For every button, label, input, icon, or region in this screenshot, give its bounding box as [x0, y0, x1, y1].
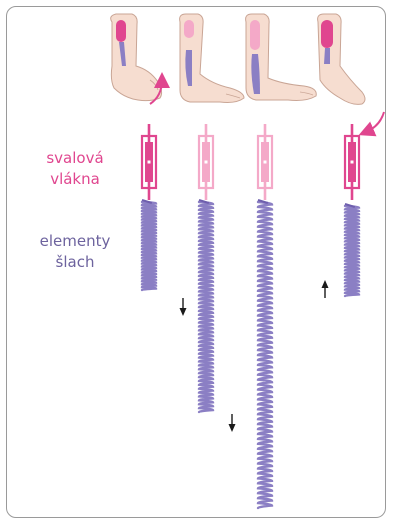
muscle-fibres-label: svalová vlákna — [20, 148, 130, 190]
foot-icon — [318, 14, 365, 104]
sarcomere-icon — [199, 124, 213, 200]
foot-icon — [180, 14, 244, 103]
tendon-label-line1: elementy — [20, 231, 130, 252]
tendon-elements-label: elementy šlach — [20, 231, 130, 273]
sarcomere-icon — [258, 124, 272, 200]
tendon-label-line2: šlach — [20, 252, 130, 273]
foot-icon — [111, 14, 162, 101]
sarcomere-icon — [142, 124, 156, 200]
sarcomere-icon — [345, 124, 359, 200]
arrow-up-icon — [322, 280, 329, 298]
spring-icon — [199, 200, 213, 412]
spring-icon — [345, 204, 359, 296]
muscle-label-line1: svalová — [20, 148, 130, 169]
spring-icon — [142, 200, 156, 290]
arrow-down-icon — [180, 298, 187, 316]
foot-icon — [246, 14, 317, 101]
curved-arrow-down-icon — [366, 112, 384, 132]
spring-icon — [258, 200, 272, 508]
muscle-label-line2: vlákna — [20, 169, 130, 190]
arrow-down-icon — [229, 414, 236, 432]
